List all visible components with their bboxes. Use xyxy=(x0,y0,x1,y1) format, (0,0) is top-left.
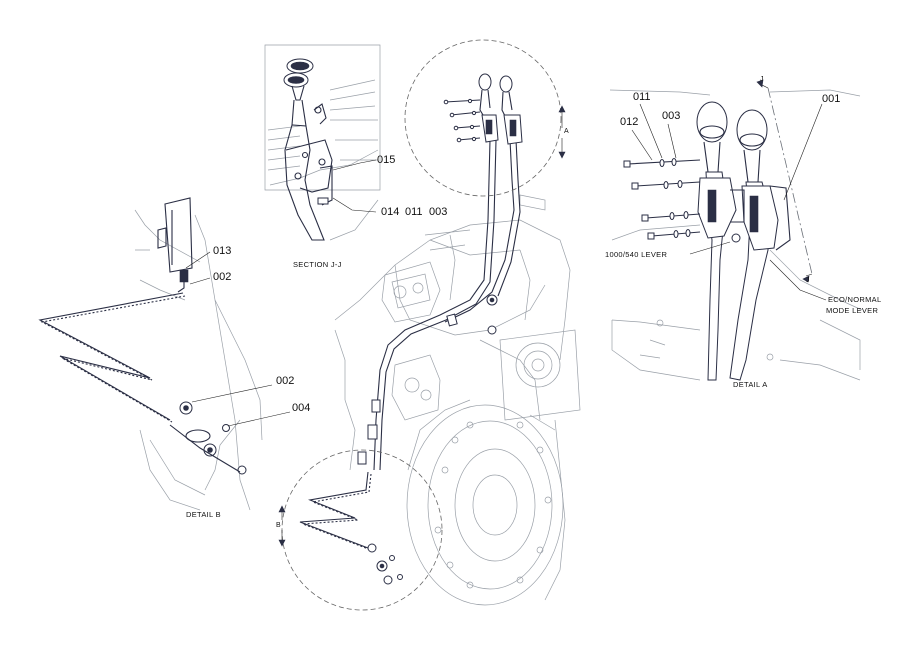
eco-normal-label-line1: ECO/NORMAL xyxy=(828,295,882,304)
view-arrow-a: A xyxy=(564,128,569,135)
callout-011-detail: 011 xyxy=(633,91,651,103)
detail-b-caption: DETAIL B xyxy=(186,510,221,519)
detail-b-circle xyxy=(281,449,443,611)
callout-013: 013 xyxy=(213,245,232,257)
callout-014: 014 xyxy=(381,206,400,218)
section-marker-j-top: J xyxy=(760,76,764,83)
callout-002-upper: 002 xyxy=(213,271,232,283)
callout-001: 001 xyxy=(822,93,841,105)
detail-b-view xyxy=(38,197,291,511)
detail-a-circle xyxy=(404,39,562,197)
main-assembly-view xyxy=(278,39,581,611)
callout-003-detail: 003 xyxy=(662,110,681,122)
callout-011-section: 011 xyxy=(405,206,423,218)
eco-normal-label-line2: MODE LEVER xyxy=(826,306,879,315)
callout-004: 004 xyxy=(292,402,311,414)
view-arrow-b: B xyxy=(276,522,281,529)
callout-002-lower: 002 xyxy=(276,375,295,387)
section-jj-view xyxy=(264,44,381,241)
lever-1000-540-label: 1000/540 LEVER xyxy=(605,250,668,259)
callout-015: 015 xyxy=(377,154,396,166)
section-jj-caption: SECTION J-J xyxy=(293,260,342,269)
callout-003-section: 003 xyxy=(429,206,448,218)
callout-012: 012 xyxy=(620,116,639,128)
detail-a-view xyxy=(609,79,863,381)
detail-a-caption: DETAIL A xyxy=(733,380,768,389)
section-marker-j-bottom: J xyxy=(806,277,810,284)
